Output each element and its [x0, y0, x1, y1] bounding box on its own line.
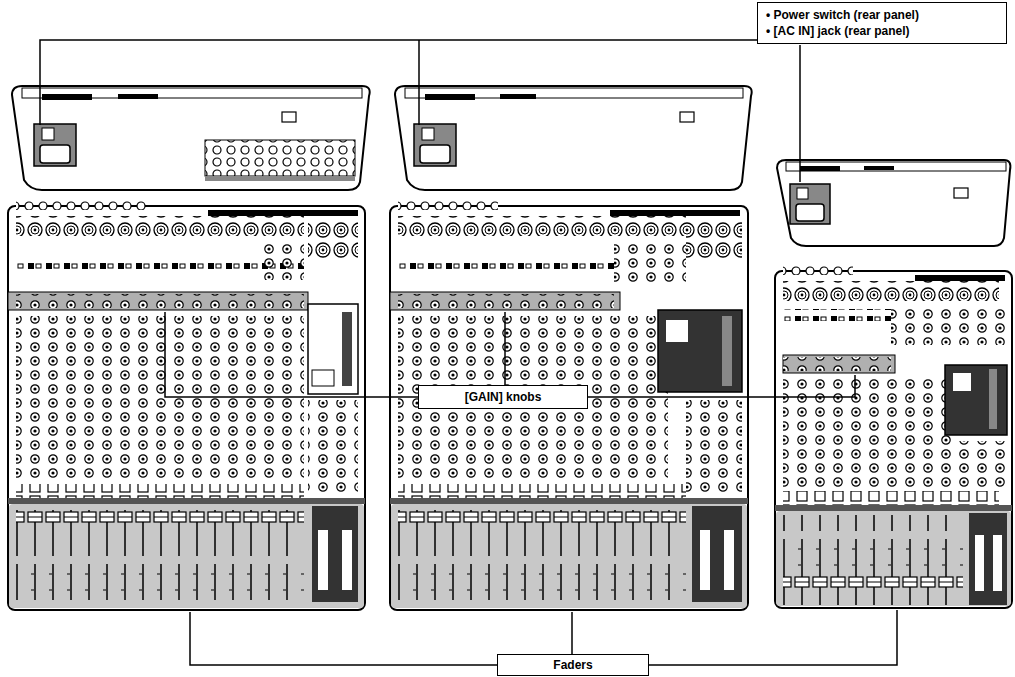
callout-label: [GAIN] knobs	[465, 389, 542, 405]
callout-label: Faders	[553, 657, 592, 673]
mixer-front	[8, 200, 365, 610]
rear-panel	[777, 160, 1010, 246]
callout-box: Faders	[497, 654, 649, 676]
callout-label: • Power switch (rear panel)	[766, 7, 919, 23]
callout-box: • Power switch (rear panel)• [AC IN] jac…	[757, 2, 1007, 44]
callout-box: [GAIN] knobs	[418, 385, 588, 409]
mixer-front	[775, 265, 1012, 608]
mixer-front	[390, 200, 748, 610]
rear-panel	[395, 86, 752, 190]
rear-panel	[12, 86, 370, 190]
leader-line	[40, 40, 897, 665]
callout-label: • [AC IN] jack (rear panel)	[766, 23, 910, 39]
